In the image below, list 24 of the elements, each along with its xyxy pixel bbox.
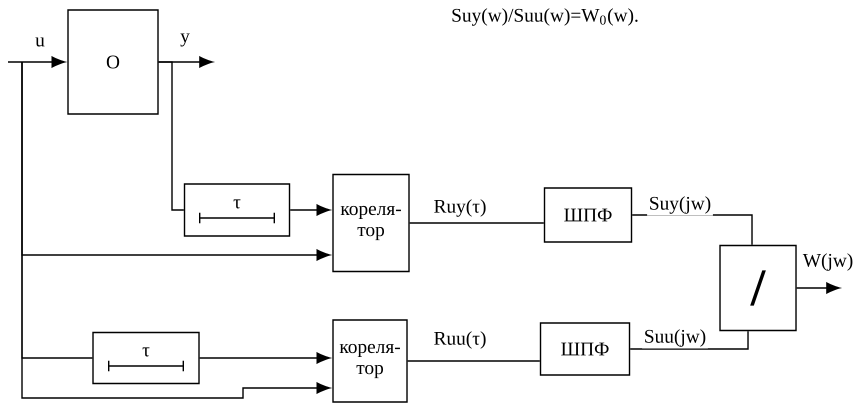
edge-label: Ruu(τ) (432, 329, 488, 351)
arrow (8, 56, 66, 68)
edge-label: Ruy(τ) (432, 197, 488, 219)
edge-label: Suy(jw) (647, 194, 713, 216)
arrow (21, 62, 330, 399)
filter-box: ШПФ (540, 322, 630, 376)
connector-line (630, 331, 749, 350)
connector-line (158, 61, 184, 211)
correlator-box: кореля- тор (332, 174, 410, 272)
filter-box: ШПФ (544, 187, 632, 243)
arrow (290, 204, 330, 216)
connector-line (408, 360, 540, 362)
edge-label: u (33, 36, 47, 48)
edge-label: y (178, 32, 192, 48)
arrow (796, 282, 840, 294)
edge-label: W(jw) (801, 251, 855, 273)
edge-label: Suu(jw) (642, 327, 708, 349)
arrow (200, 352, 330, 364)
connector-line (410, 222, 544, 224)
delay-box: τ (92, 332, 200, 384)
correlator-box: кореля- тор (332, 319, 408, 403)
formula-title: Suy(w)/Suu(w)=W$_{0}$(w). (452, 8, 638, 26)
delay-box: τ (184, 183, 290, 237)
plant-box: O (67, 9, 159, 115)
